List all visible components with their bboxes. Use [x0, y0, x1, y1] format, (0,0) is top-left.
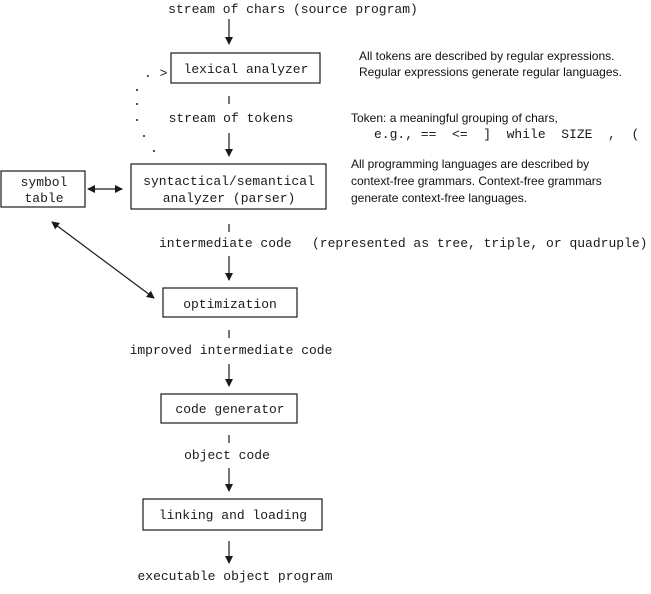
code-generator-label: code generator: [175, 402, 284, 417]
linking-loading-box: [142, 498, 323, 531]
object-code-label: object code: [184, 448, 270, 463]
executable-label: executable object program: [137, 569, 332, 584]
symbol-table-label-line1: symbol: [21, 175, 68, 190]
tokens-label: stream of tokens: [169, 111, 294, 126]
dots-prefix: . >: [144, 66, 168, 81]
arrow-symbol-optimization: [51, 221, 155, 299]
cfg-note-line3: generate context-free languages.: [351, 191, 527, 205]
cfg-note-line2: context-free grammars. Context-free gram…: [351, 174, 602, 188]
source-label: stream of chars (source program): [168, 2, 418, 17]
improved-label: improved intermediate code: [130, 343, 333, 358]
lexical-analyzer-box: [170, 52, 321, 84]
token-note-line1: Token: a meaningful grouping of chars,: [351, 111, 558, 125]
parser-label-line1: syntactical/semantical: [143, 174, 315, 189]
dot: [136, 89, 138, 91]
token-note-line2: e.g., == <= ] while SIZE , (: [374, 127, 639, 142]
parser-box: [130, 163, 327, 210]
dot: [136, 103, 138, 105]
cfg-note-line1: All programming languages are described …: [351, 157, 589, 171]
regex-note-line2: Regular expressions generate regular lan…: [359, 65, 622, 79]
dot: [143, 135, 145, 137]
regex-note-line1: All tokens are described by regular expr…: [359, 49, 614, 63]
optimization-box: [162, 287, 298, 318]
intermediate-label: intermediate code: [159, 236, 292, 251]
symbol-table-box: [0, 170, 86, 208]
optimization-label: optimization: [183, 297, 277, 312]
intermediate-note: (represented as tree, triple, or quadrup…: [312, 236, 647, 251]
dot: [153, 150, 155, 152]
symbol-table-label-line2: table: [24, 191, 63, 206]
lexical-analyzer-label: lexical analyzer: [184, 62, 309, 77]
parser-label-line2: analyzer (parser): [163, 191, 296, 206]
linking-loading-label: linking and loading: [159, 508, 307, 523]
code-generator-box: [160, 393, 298, 424]
dot: [136, 119, 138, 121]
